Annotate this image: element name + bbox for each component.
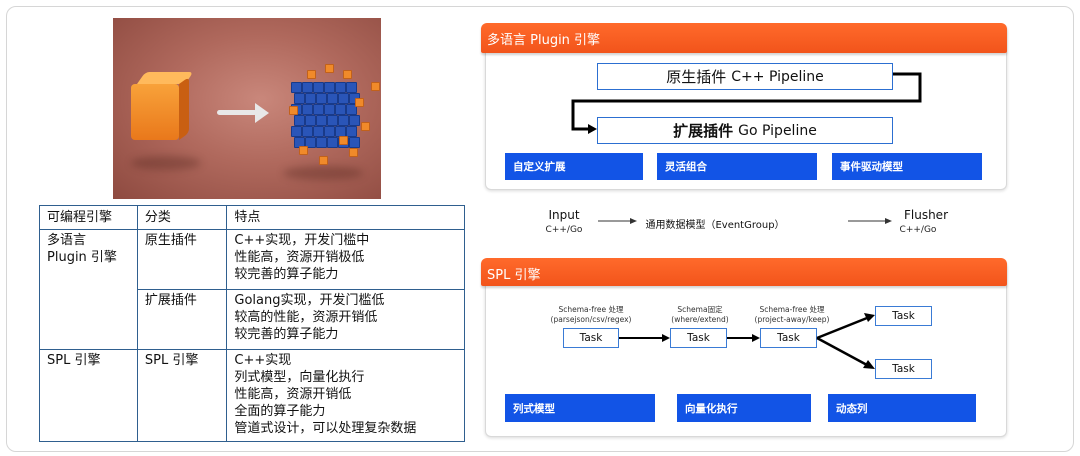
extension-pipeline-label: 扩展插件	[673, 122, 734, 140]
feature-line: 较完善的算子能力	[234, 267, 339, 282]
feature-line: 管道式设计，可以处理复杂数据	[234, 421, 417, 436]
spl-engine-title: SPL 引擎	[481, 258, 1007, 286]
engine-line: 多语言	[47, 233, 87, 248]
flow-data-model: 通用数据模型（EventGroup）	[645, 220, 785, 231]
table-cell-category: 原生插件	[136, 229, 228, 290]
plugin-engine-title: 多语言 Plugin 引擎	[481, 23, 1007, 53]
feature-columnar-model: 列式模型	[505, 394, 655, 422]
table-row: 扩展插件 Golang实现，开发门槛低 较高的性能，资源开销低 较完善的算子能力	[40, 289, 465, 350]
table-cell-features: Golang实现，开发门槛低 较高的性能，资源开销低 较完善的算子能力	[226, 289, 465, 350]
feature-dynamic-columns: 动态列	[828, 394, 976, 422]
table-row: 多语言 Plugin 引擎 原生插件 C++实现，开发门槛中 性能高，资源开销极…	[39, 229, 465, 350]
feature-event-driven: 事件驱动模型	[832, 153, 982, 180]
stage-sub: (where/extend)	[671, 315, 729, 324]
feature-line: 全面的算子能力	[234, 404, 326, 419]
spl-task: Task	[760, 328, 817, 348]
spl-task: Task	[875, 359, 932, 379]
flow-output-sub: C++/Go	[899, 225, 937, 235]
stage-label: Schema固定	[677, 305, 723, 314]
feature-line: C++实现	[234, 353, 292, 368]
stage-sub: (project-away/keep)	[754, 315, 830, 324]
feature-line: C++实现，开发门槛中	[234, 233, 370, 248]
table-cell-features: C++实现 列式模型，向量化执行 性能高，资源开销低 全面的算子能力 管道式设计…	[226, 349, 465, 442]
table-cell-features: C++实现，开发门槛中 性能高，资源开销极低 较完善的算子能力	[226, 229, 465, 290]
engine-comparison-table: 可编程引擎 分类 特点 多语言 Plugin 引擎 原生插件 C++实现，开发门…	[39, 205, 465, 442]
native-pipeline-tech: C++ Pipeline	[731, 68, 824, 85]
table-cell-engine: SPL 引擎	[39, 349, 138, 442]
extension-pipeline-box: 扩展插件 Go Pipeline	[597, 117, 893, 144]
stage-label: Schema-free 处理	[558, 305, 624, 314]
table-cell-category: 扩展插件	[136, 289, 228, 350]
native-pipeline-label: 原生插件	[666, 68, 727, 86]
stage-label: Schema-free 处理	[759, 305, 825, 314]
flow-input: Input	[548, 208, 580, 222]
extension-pipeline-tech: Go Pipeline	[738, 122, 817, 139]
feature-line: 性能高，资源开销极低	[234, 250, 365, 265]
feature-flexible-composition: 灵活组合	[657, 153, 817, 180]
feature-line: 列式模型，向量化执行	[234, 370, 365, 385]
data-transform-illustration	[113, 18, 381, 199]
feature-line: 较完善的算子能力	[234, 327, 339, 342]
feature-custom-extension: 自定义扩展	[505, 153, 643, 180]
flow-input-sub: C++/Go	[545, 225, 583, 235]
table-cell-engine: 多语言 Plugin 引擎	[39, 229, 138, 350]
feature-line: Golang实现，开发门槛低	[234, 293, 385, 308]
feature-vectorized-execution: 向量化执行	[677, 394, 811, 422]
spl-task: Task	[670, 328, 727, 348]
flow-output: Flusher	[903, 208, 948, 222]
spl-task: Task	[563, 328, 619, 348]
engine-line: SPL 引擎	[47, 353, 101, 368]
stage-sub: (parsejson/csv/regex)	[550, 315, 632, 324]
feature-line: 性能高，资源开销低	[234, 387, 352, 402]
engine-line: Plugin 引擎	[47, 250, 117, 265]
spl-task: Task	[875, 306, 932, 326]
table-row: SPL 引擎 SPL 引擎 C++实现 列式模型，向量化执行 性能高，资源开销低…	[39, 349, 465, 442]
feature-line: 较高的性能，资源开销低	[234, 310, 378, 325]
table-cell-category: SPL 引擎	[136, 349, 228, 442]
native-pipeline-box: 原生插件 C++ Pipeline	[597, 63, 893, 90]
